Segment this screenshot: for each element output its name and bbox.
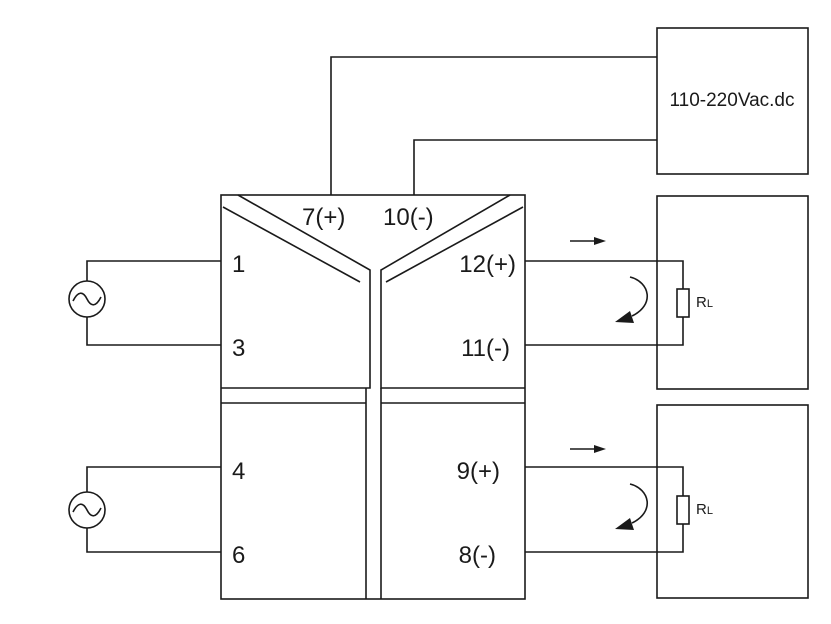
- resistor-label-2: RL: [696, 501, 713, 518]
- terminal-12-label: 12(+): [459, 251, 516, 278]
- terminal-1-label: 1: [232, 251, 245, 278]
- ac-source-icon: [68, 491, 106, 529]
- terminal-3-label: 3: [232, 335, 245, 362]
- wire-terminal-11: [525, 317, 684, 346]
- ac-source-icon: [68, 280, 106, 318]
- wire-terminal-3: [86, 317, 221, 346]
- terminal-9-label: 9(+): [457, 458, 500, 485]
- input-source-2: [68, 466, 221, 553]
- terminal-4-label: 4: [232, 458, 245, 485]
- resistor-icon: [676, 495, 690, 525]
- wire-terminal-7: [330, 56, 657, 195]
- wire-terminal-12: [525, 260, 684, 289]
- terminal-10-label: 10(-): [383, 204, 434, 231]
- wire-terminal-4: [86, 466, 221, 492]
- resistor-label-1: RL: [696, 294, 713, 311]
- divider-input-1: [221, 194, 371, 389]
- wire-terminal-1: [86, 260, 221, 281]
- power-wires: [330, 56, 657, 195]
- power-supply-label: 110-220Vac.dc: [670, 90, 795, 111]
- divider-output-1: [380, 194, 525, 389]
- isolator-module: [220, 194, 526, 600]
- terminal-11-label: 11(-): [461, 335, 510, 362]
- terminal-6-label: 6: [232, 542, 245, 569]
- y-left-inner: [222, 206, 361, 283]
- resistor-icon: [676, 288, 690, 318]
- wire-terminal-8: [525, 524, 684, 553]
- wire-terminal-9: [525, 466, 684, 496]
- input-source-1: [68, 260, 221, 346]
- wire-terminal-10: [413, 139, 657, 195]
- power-supply: 110-220Vac.dc: [656, 27, 809, 175]
- y-right-inner: [385, 206, 524, 283]
- terminal-8-label: 8(-): [459, 542, 496, 569]
- output-load-1: RL: [525, 195, 809, 390]
- output-load-2: RL: [525, 404, 809, 599]
- power-supply-box: [656, 27, 809, 175]
- terminal-labels: 7(+) 10(-) 1 3 12(+) 11(-) 4 6 9(+) 8(-): [232, 204, 516, 569]
- current-loop-icon: [615, 276, 649, 323]
- module-outline: [220, 194, 526, 600]
- current-arrow-icon: [570, 445, 606, 453]
- terminal-7-label: 7(+): [302, 204, 345, 231]
- current-arrow-icon: [570, 237, 606, 245]
- current-loop-icon: [615, 483, 649, 530]
- wire-terminal-6: [86, 528, 221, 553]
